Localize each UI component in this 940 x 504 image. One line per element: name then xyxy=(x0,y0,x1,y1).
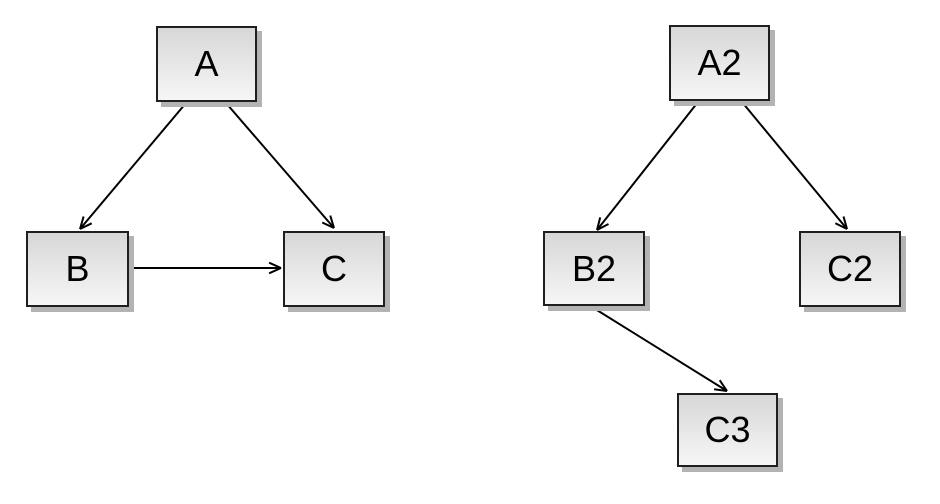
node-B[interactable]: B xyxy=(26,231,129,307)
node-label: C2 xyxy=(826,248,874,289)
edge-B-C xyxy=(131,261,282,275)
arrowhead-icon xyxy=(268,261,282,269)
edge-A-C xyxy=(225,102,335,229)
arrowhead-icon xyxy=(79,216,85,230)
node-B2[interactable]: B2 xyxy=(543,231,645,306)
node-C3[interactable]: C3 xyxy=(677,393,778,467)
edge-A2-C2 xyxy=(741,101,848,230)
edge-A-B xyxy=(79,102,187,230)
edge-A2-B2 xyxy=(596,101,699,231)
node-C[interactable]: C xyxy=(283,231,385,307)
arrowhead-icon xyxy=(79,222,93,230)
arrowhead-icon xyxy=(596,217,602,231)
arrowhead-icon xyxy=(834,222,848,230)
arrowhead-icon xyxy=(596,223,609,231)
arrowhead-icon xyxy=(268,267,282,275)
arrowhead-icon xyxy=(842,216,848,230)
node-A2[interactable]: A2 xyxy=(669,25,770,101)
edge-B2-C3 xyxy=(591,306,728,392)
arrowhead-icon xyxy=(329,215,335,229)
node-label: C3 xyxy=(704,409,751,450)
arrowhead-icon xyxy=(321,221,335,229)
node-label: C xyxy=(321,248,347,289)
node-label: B2 xyxy=(571,247,617,289)
node-label: A2 xyxy=(697,42,742,83)
arrowhead-icon xyxy=(718,379,728,392)
node-C2[interactable]: C2 xyxy=(799,231,901,307)
arrowhead-icon xyxy=(713,388,728,392)
node-label: B xyxy=(65,248,90,289)
node-label: A xyxy=(194,43,219,84)
node-A[interactable]: A xyxy=(156,26,257,102)
